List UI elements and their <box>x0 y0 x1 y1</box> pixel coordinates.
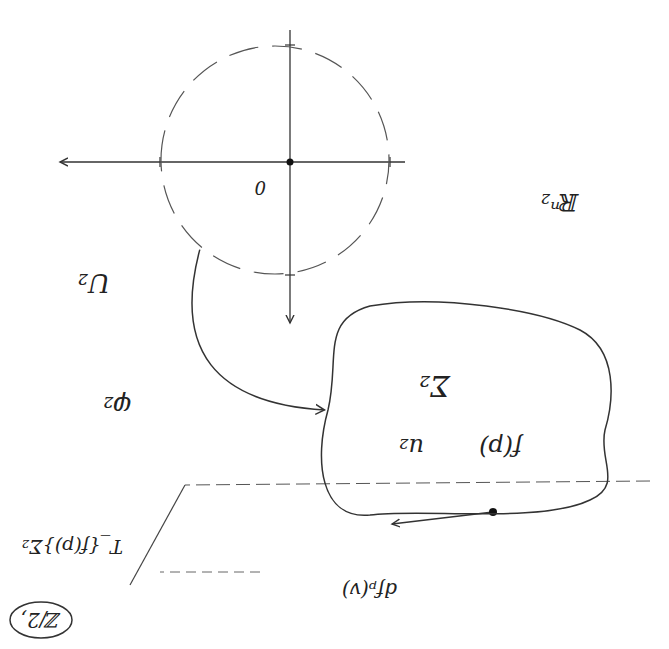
axis-line <box>289 30 290 323</box>
axis-tick <box>285 274 295 275</box>
chart-domain-label: u₂ <box>399 434 424 460</box>
blob-outline <box>320 300 620 520</box>
disk-outline <box>160 45 390 275</box>
point-dot <box>489 508 497 516</box>
map-label: φ₂ <box>101 391 134 420</box>
chart-disk: U₂0 <box>160 45 390 275</box>
axis-line <box>60 161 405 162</box>
origin-dot <box>287 159 294 166</box>
axis-tick <box>285 44 295 45</box>
surface-region: Σ₂ f(p) u₂ <box>320 300 620 520</box>
disk-name: U₂ <box>78 268 110 297</box>
surface-name: Σ₂ <box>419 369 450 400</box>
tangent-plane-edge <box>185 481 650 485</box>
page-number-circle: ℤ/2, <box>9 601 73 639</box>
tangent-plane-edge <box>160 572 260 573</box>
tangent-plane-edge <box>130 485 185 585</box>
point-label: f(p) <box>479 434 522 460</box>
differential-label: dfₚ(v) <box>342 579 397 601</box>
tangent-plane-label: T_{f(p)}Σ₂ <box>22 536 123 557</box>
page-number: ℤ/2, <box>21 609 61 631</box>
origin-label: 0 <box>255 177 266 197</box>
chart-map-arrow <box>192 250 325 410</box>
space-label: ℝⁿ₂ <box>541 189 580 215</box>
